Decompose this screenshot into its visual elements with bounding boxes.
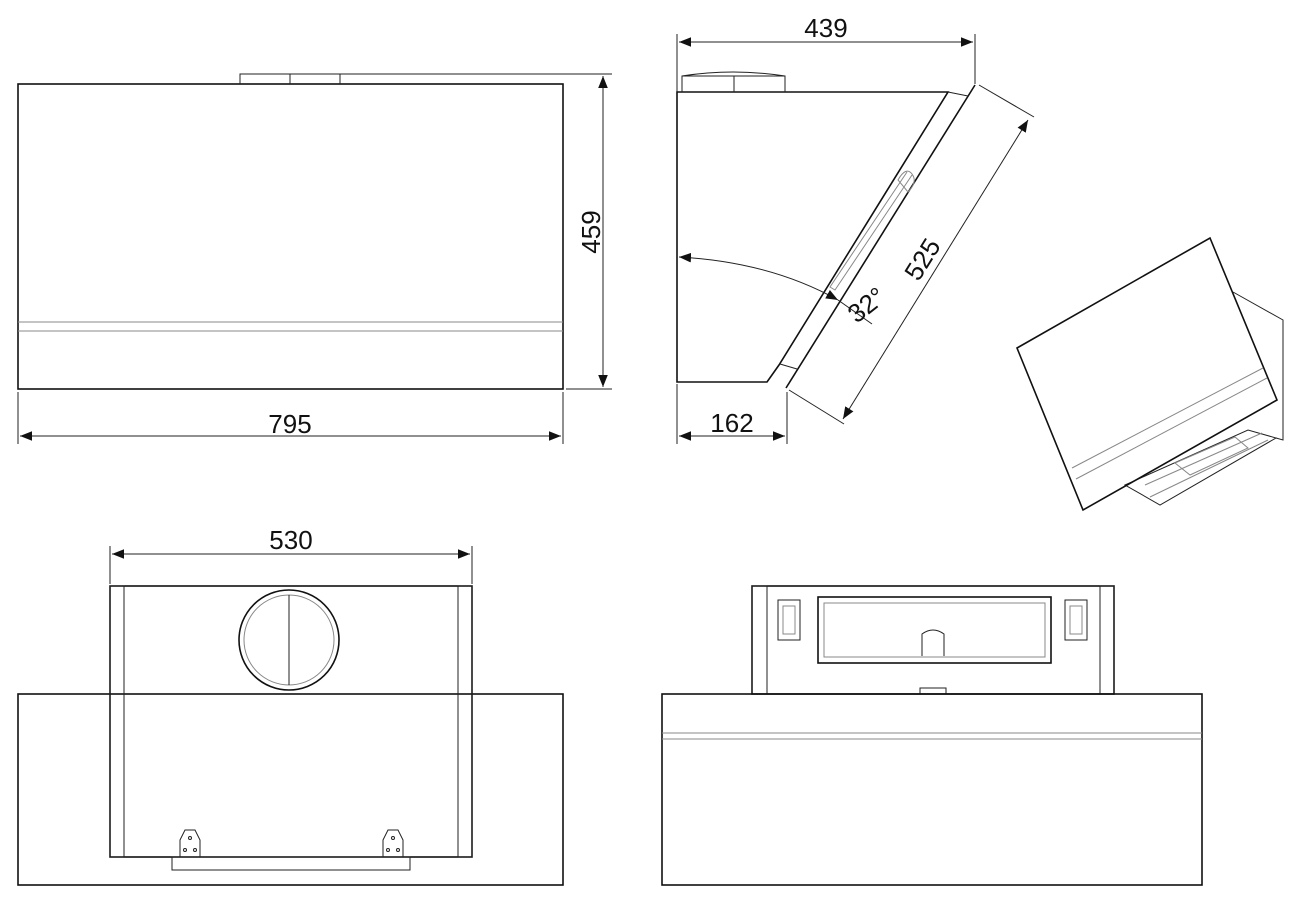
height-label: 459 — [576, 210, 606, 253]
hinge-right — [382, 829, 404, 858]
hinge-left — [179, 829, 201, 858]
width-label: 795 — [268, 409, 311, 439]
rear-width-label: 530 — [269, 525, 312, 555]
dimension-width: 795 — [17, 392, 564, 444]
bottom-depth-label: 162 — [710, 408, 753, 438]
dimension-depth: 439 — [676, 13, 976, 92]
dimension-angle: 32° — [678, 252, 891, 329]
isometric-view — [1015, 236, 1284, 512]
bottom-view — [661, 585, 1203, 886]
dimension-bottom-depth: 162 — [676, 384, 788, 444]
depth-label: 439 — [804, 13, 847, 43]
rear-view: 530 — [17, 525, 564, 886]
side-view: 439 162 525 32° — [676, 13, 1035, 444]
glass-length-label: 525 — [898, 233, 946, 286]
dimension-glass-length: 525 — [788, 84, 1035, 425]
front-view: 795 459 — [17, 73, 612, 444]
dimension-rear-width: 530 — [109, 525, 473, 584]
dimension-height: 459 — [340, 73, 612, 390]
